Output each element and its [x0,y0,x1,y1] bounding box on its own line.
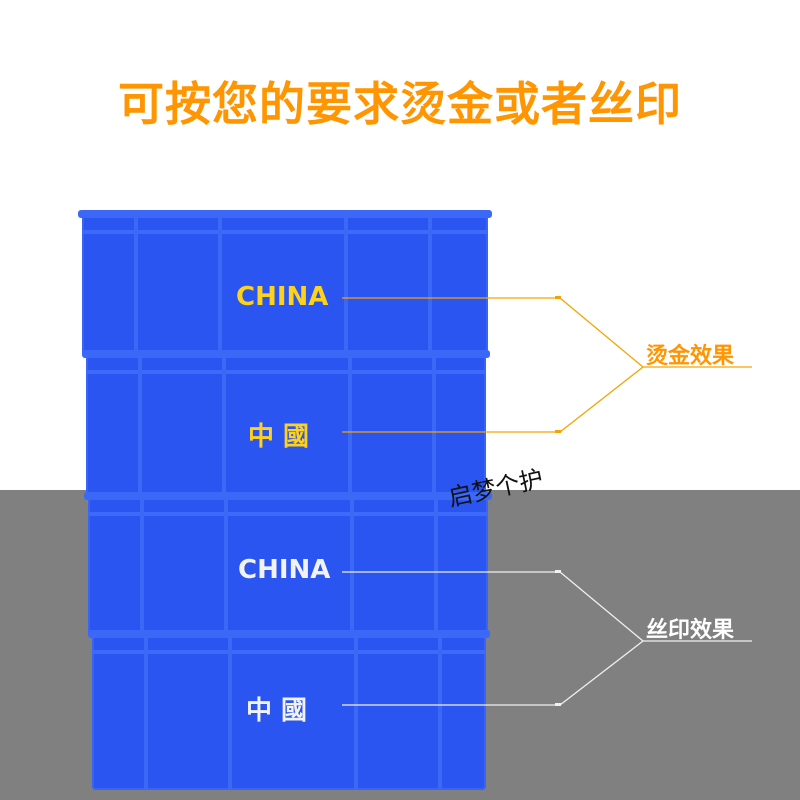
crate-2 [82,350,490,500]
crate-label-zhongguo-gold: 中 國 [248,422,310,452]
crate-label-china-white: CHINA [238,555,331,585]
crate-label-china-gold: CHINA [236,282,329,312]
crate-4 [88,630,490,790]
crate-label-zhongguo-white: 中 國 [246,696,308,726]
crate-3 [84,492,492,638]
crate-1 [78,210,492,358]
hot-stamp-effect-label: 烫金效果 [646,344,735,369]
silk-screen-effect-label: 丝印效果 [646,618,735,643]
headline: 可按您的要求烫金或者丝印 [118,77,682,131]
